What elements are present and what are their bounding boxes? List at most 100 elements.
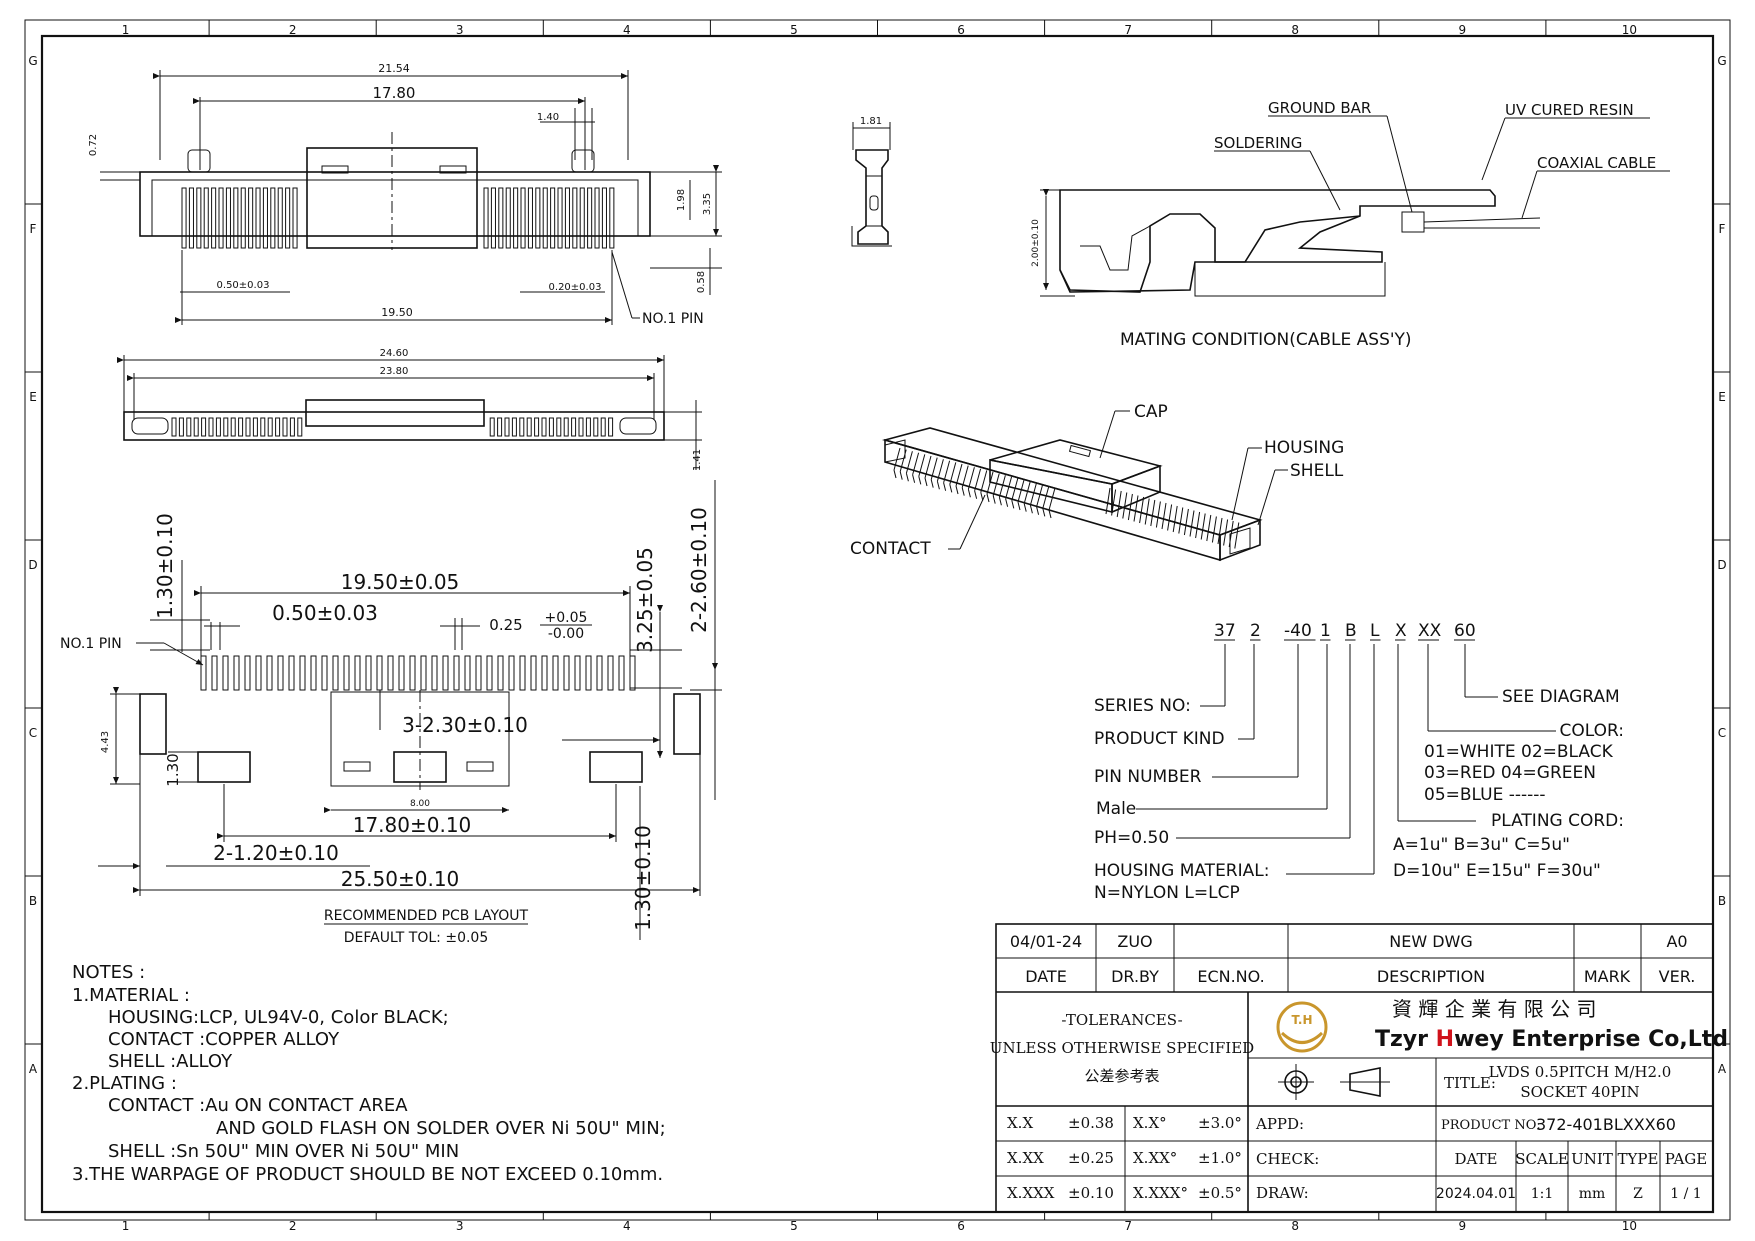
pcb-pad bbox=[365, 655, 372, 691]
plating-line-1: A=1u" B=3u" C=5u" bbox=[1393, 835, 1570, 855]
pcb-title: RECOMMENDED PCB LAYOUT bbox=[324, 908, 529, 924]
zone-column-label: 2 bbox=[289, 1219, 297, 1233]
dim-pcb-2-2-60: 2-2.60±0.10 bbox=[687, 507, 711, 633]
part-number-segment: 1 bbox=[1320, 621, 1331, 641]
dim-0-58: 0.58 bbox=[696, 271, 707, 293]
pcb-pad bbox=[310, 655, 317, 691]
dim-pcb-2-1-20: 2-1.20±0.10 bbox=[213, 841, 339, 865]
isometric-view: CAP HOUSING SHELL CONTACT bbox=[850, 402, 1344, 562]
zone-column-label: 7 bbox=[1124, 1219, 1132, 1233]
label-housing: HOUSING bbox=[1264, 438, 1344, 458]
drawing-title-1: LVDS 0.5PITCH M/H2.0 bbox=[1489, 1063, 1672, 1081]
label-see-diagram: SEE DIAGRAM bbox=[1502, 687, 1620, 707]
rev-desc: NEW DWG bbox=[1389, 932, 1473, 951]
color-line-1: 01=WHITE 02=BLACK bbox=[1424, 742, 1614, 762]
tolerances-title: -TOLERANCES- bbox=[1061, 1011, 1182, 1029]
label-color: COLOR: bbox=[1559, 721, 1624, 741]
appd-label: APPD: bbox=[1255, 1115, 1304, 1133]
label-soldering: SOLDERING bbox=[1214, 134, 1302, 152]
tol-plus: +0.05 bbox=[545, 610, 588, 626]
projection-symbol-icon bbox=[1278, 1064, 1390, 1100]
pcb-pad bbox=[585, 655, 592, 691]
color-line-3: 05=BLUE ------ bbox=[1424, 785, 1546, 805]
housing-material-options: N=NYLON L=LCP bbox=[1094, 883, 1240, 903]
dim-pcb-1-30-small: 1.30 bbox=[164, 753, 182, 786]
drawing-title-2: SOCKET 40PIN bbox=[1520, 1083, 1639, 1101]
zone-column-label: 3 bbox=[456, 23, 464, 37]
tol-row3-lin-val: ±0.10 bbox=[1068, 1184, 1114, 1202]
dim-23-80: 23.80 bbox=[380, 366, 409, 377]
notes-line: AND GOLD FLASH ON SOLDER OVER Ni 50U" MI… bbox=[216, 1118, 666, 1139]
tol-row2-lin: X.XX bbox=[1007, 1149, 1044, 1167]
tol-row1-ang: X.X° bbox=[1133, 1114, 1167, 1132]
dim-1-98: 1.98 bbox=[676, 189, 687, 211]
zone-row-label: D bbox=[1717, 558, 1726, 572]
dim-pcb-25-50: 25.50±0.10 bbox=[341, 867, 460, 891]
pcb-pad bbox=[266, 655, 273, 691]
zone-row-label: E bbox=[29, 390, 37, 404]
pcb-pad bbox=[464, 655, 471, 691]
pcb-pad bbox=[618, 655, 625, 691]
zone-row-label: C bbox=[1718, 726, 1726, 740]
dim-pcb-3-25: 3.25±0.05 bbox=[633, 547, 657, 653]
tol-row1-lin-val: ±0.38 bbox=[1068, 1114, 1114, 1132]
zone-column-label: 9 bbox=[1459, 23, 1467, 37]
label-series-no: SERIES NO: bbox=[1094, 696, 1191, 716]
label-product-kind: PRODUCT KIND bbox=[1094, 729, 1225, 749]
label-coaxial-cable: COAXIAL CABLE bbox=[1537, 154, 1656, 172]
dim-pcb-pitch: 0.50±0.03 bbox=[272, 601, 378, 625]
plating-line-2: D=10u" E=15u" F=30u" bbox=[1393, 861, 1601, 881]
notes-line: SHELL :Sn 50U" MIN OVER Ni 50U" MIN bbox=[108, 1141, 459, 1162]
logo-mark: T.H bbox=[1292, 1013, 1313, 1027]
header-ecn: ECN.NO. bbox=[1197, 967, 1264, 986]
pcb-pad bbox=[420, 655, 427, 691]
pcb-pad bbox=[211, 655, 218, 691]
label-ph: PH=0.50 bbox=[1094, 828, 1169, 848]
zone-column-label: 9 bbox=[1459, 1219, 1467, 1233]
header-drby: DR.BY bbox=[1111, 967, 1159, 986]
company-name-cn: 資 輝 企 業 有 限 公 司 bbox=[1392, 997, 1597, 1021]
label-housing-material: HOUSING MATERIAL: bbox=[1094, 861, 1269, 881]
pcb-pad bbox=[288, 655, 295, 691]
part-number-segment: B bbox=[1345, 621, 1357, 641]
tol-row2-lin-val: ±0.25 bbox=[1068, 1149, 1114, 1167]
dim-1-41: 1.41 bbox=[692, 449, 703, 471]
label-male: Male bbox=[1096, 799, 1136, 819]
dim-pcb-1-30-top: 1.30±0.10 bbox=[153, 513, 177, 619]
label-ground-bar: GROUND BAR bbox=[1268, 99, 1371, 117]
pcb-pad bbox=[255, 655, 262, 691]
dim-2-00: 2.00±0.10 bbox=[1031, 219, 1041, 267]
pcb-pad bbox=[442, 655, 449, 691]
notes-line: SHELL :ALLOY bbox=[108, 1051, 233, 1072]
header-description: DESCRIPTION bbox=[1377, 967, 1485, 986]
pcb-pad bbox=[299, 655, 306, 691]
header2-page: PAGE bbox=[1665, 1150, 1707, 1168]
zone-column-label: 5 bbox=[790, 23, 798, 37]
company-name-en: Tzyr Hwey Enterprise Co,Ltd bbox=[1375, 1027, 1728, 1052]
pcb-pad bbox=[244, 655, 251, 691]
part-number-segment: XX bbox=[1418, 621, 1442, 641]
pcb-pad bbox=[541, 655, 548, 691]
zone-column-label: 1 bbox=[122, 1219, 130, 1233]
dim-17-80: 17.80 bbox=[373, 84, 416, 102]
pcb-pad bbox=[497, 655, 504, 691]
product-no-label: PRODUCT NO: bbox=[1441, 1118, 1541, 1133]
zone-column-label: 8 bbox=[1291, 1219, 1299, 1233]
pcb-pad bbox=[607, 655, 614, 691]
notes: NOTES : 1.MATERIAL : HOUSING:LCP, UL94V-… bbox=[72, 962, 666, 1185]
zone-column-label: 5 bbox=[790, 1219, 798, 1233]
pcb-pad bbox=[629, 655, 636, 691]
color-line-2: 03=RED 04=GREEN bbox=[1424, 763, 1596, 783]
tolerances-subtitle: UNLESS OTHERWISE SPECIFIED bbox=[990, 1039, 1254, 1057]
pcb-pad bbox=[222, 655, 229, 691]
pcb-pad bbox=[354, 655, 361, 691]
value-type: Z bbox=[1633, 1186, 1643, 1202]
product-no: 372-401BLXXX60 bbox=[1536, 1115, 1676, 1134]
dim-3-35: 3.35 bbox=[702, 193, 713, 215]
label-plating-cord: PLATING CORD: bbox=[1491, 811, 1624, 831]
pcb-pad bbox=[508, 655, 515, 691]
notes-line: 1.MATERIAL : bbox=[72, 985, 190, 1006]
dim-19-50: 19.50 bbox=[381, 306, 413, 319]
